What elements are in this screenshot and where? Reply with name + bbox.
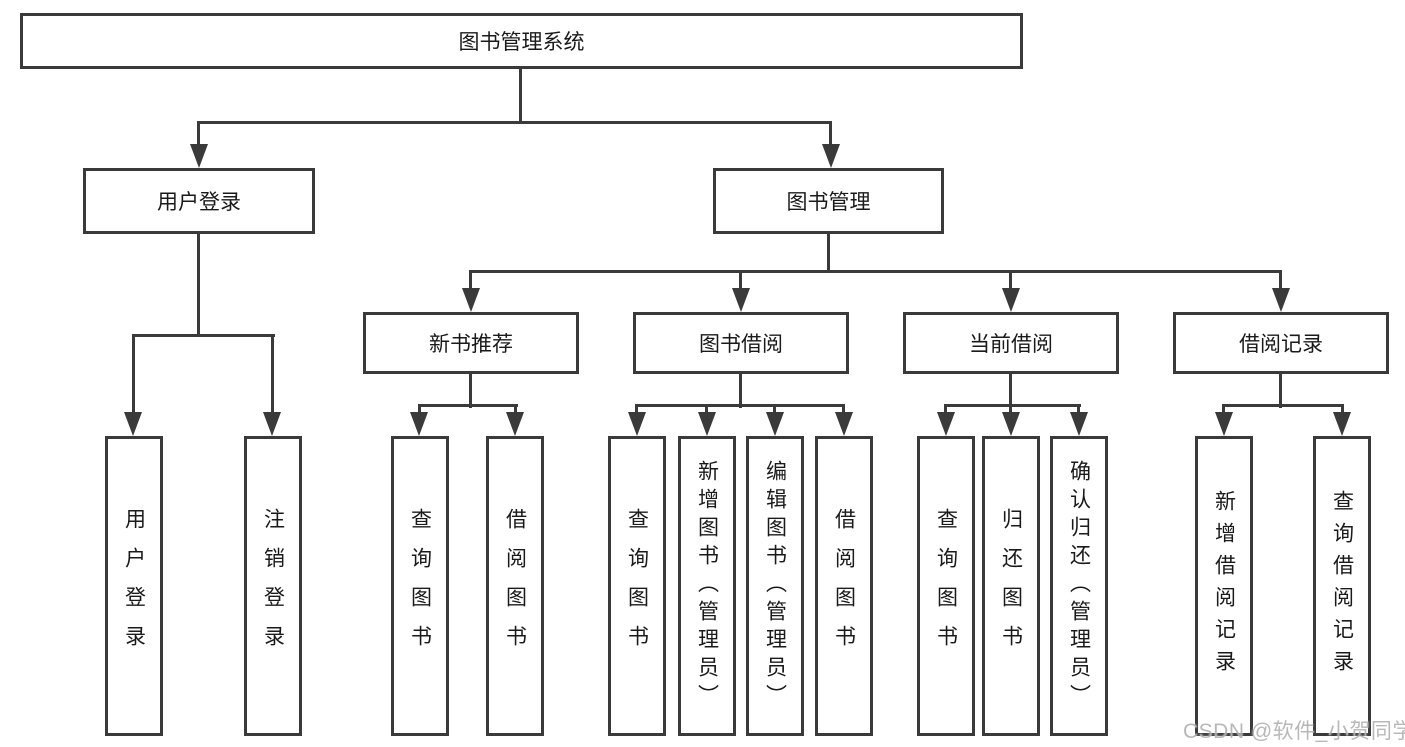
connector-bookborrow-stem: [739, 372, 742, 408]
leaf-user-login: 用户登录: [105, 436, 163, 736]
connector-drop-query3: [944, 404, 947, 416]
csdn-watermark: CSDN @软件_小贺同学: [1183, 720, 1405, 743]
connector-records-stem: [1279, 372, 1282, 408]
connector-currentborrow-crossbar: [944, 404, 1081, 407]
leaf-label: 编辑图书（管理员）: [763, 460, 787, 712]
arrowhead-borrow2: [835, 412, 853, 436]
connector-userlogin-stem: [197, 232, 200, 337]
connector-drop-query1: [418, 404, 421, 416]
leaf-label: 借阅图书: [832, 508, 856, 664]
connector-drop-leaf-user-login: [132, 334, 135, 416]
connector-root-crossbar: [197, 121, 832, 124]
node-book-borrowing: 图书借阅: [633, 312, 849, 374]
node-label: 新书推荐: [429, 333, 513, 356]
leaf-return-books: 归还图书: [982, 436, 1040, 736]
node-new-book-recommend: 新书推荐: [363, 312, 579, 374]
leaf-query-books-borrowing: 查询图书: [608, 436, 666, 736]
node-root-library-system: 图书管理系统: [20, 13, 1023, 69]
leaf-label: 查询图书: [934, 508, 958, 664]
leaf-label: 新增借阅记录: [1212, 490, 1236, 682]
connector-drop-edit-book: [773, 404, 776, 416]
node-label: 图书管理系统: [458, 31, 585, 54]
leaf-label: 用户登录: [122, 508, 146, 664]
arrowhead-book-mgmt: [822, 144, 840, 168]
leaf-label: 确认归还（管理员）: [1067, 460, 1091, 712]
node-label: 图书管理: [786, 191, 871, 214]
connector-root-stem: [519, 67, 522, 124]
arrowhead-query-record: [1333, 412, 1351, 436]
connector-newbook-stem: [469, 372, 472, 408]
connector-drop-confirm-return: [1077, 404, 1080, 416]
leaf-query-books-recommend: 查询图书: [391, 436, 449, 736]
arrowhead-confirm-return: [1070, 412, 1088, 436]
connector-drop-book-mgmt: [829, 121, 832, 147]
arrowhead-edit-book: [766, 412, 784, 436]
node-label: 借阅记录: [1239, 333, 1323, 356]
connector-drop-book-borrow: [739, 270, 742, 290]
leaf-logout: 注销登录: [244, 436, 302, 736]
connector-drop-user-login: [197, 121, 200, 147]
arrowhead-add-book: [698, 412, 716, 436]
connector-drop-borrow-records: [1279, 270, 1282, 290]
arrowhead-book-borrow: [732, 288, 750, 312]
leaf-label: 新增图书（管理员）: [695, 460, 719, 712]
arrowhead-query2: [628, 412, 646, 436]
leaf-label: 借阅图书: [503, 508, 527, 664]
arrowhead-new-book: [462, 288, 480, 312]
arrowhead-query1: [410, 412, 428, 436]
leaf-query-borrow-record: 查询借阅记录: [1313, 436, 1371, 736]
connector-newbook-crossbar: [418, 404, 518, 407]
leaf-label: 查询借阅记录: [1330, 490, 1354, 682]
arrowhead-borrow-records: [1272, 288, 1290, 312]
arrowhead-leaf-user-login: [124, 412, 142, 436]
arrowhead-current-borrow: [1002, 288, 1020, 312]
leaf-label: 归还图书: [999, 508, 1023, 664]
leaf-add-book-admin: 新增图书（管理员）: [678, 436, 736, 736]
connector-drop-leaf-logout: [271, 334, 274, 416]
arrowhead-user-login: [190, 144, 208, 168]
leaf-edit-book-admin: 编辑图书（管理员）: [746, 436, 804, 736]
leaf-label: 查询图书: [625, 508, 649, 664]
node-book-management-branch: 图书管理: [713, 168, 944, 234]
connector-drop-add-record: [1222, 404, 1225, 416]
connector-bookmgmt-stem: [827, 232, 830, 273]
connector-drop-query2: [635, 404, 638, 416]
leaf-borrow-books-recommend: 借阅图书: [486, 436, 544, 736]
leaf-add-borrow-record: 新增借阅记录: [1195, 436, 1253, 736]
connector-drop-query-record: [1341, 404, 1344, 416]
node-label: 用户登录: [157, 191, 241, 214]
arrowhead-query3: [937, 412, 955, 436]
node-current-borrowing: 当前借阅: [903, 312, 1119, 374]
connector-drop-return: [1009, 404, 1012, 416]
connector-drop-current-borrow: [1009, 270, 1012, 290]
leaf-label: 查询图书: [408, 508, 432, 664]
connector-userlogin-crossbar: [132, 334, 275, 337]
arrowhead-borrow1: [506, 412, 524, 436]
node-user-login-branch: 用户登录: [83, 168, 315, 234]
connector-drop-new-book: [469, 270, 472, 290]
leaf-confirm-return-admin: 确认归还（管理员）: [1050, 436, 1108, 736]
arrowhead-add-record: [1215, 412, 1233, 436]
connector-bookmgmt-crossbar: [469, 270, 1282, 273]
node-borrowing-records: 借阅记录: [1173, 312, 1389, 374]
leaf-query-books-current: 查询图书: [917, 436, 975, 736]
connector-currentborrow-stem: [1009, 372, 1012, 408]
connector-drop-borrow1: [514, 404, 517, 416]
arrowhead-leaf-logout: [263, 412, 281, 436]
connector-bookborrow-crossbar: [635, 404, 845, 407]
leaf-label: 注销登录: [261, 508, 285, 664]
arrowhead-return: [1002, 412, 1020, 436]
connector-drop-add-book: [705, 404, 708, 416]
connector-records-crossbar: [1222, 404, 1344, 407]
node-label: 当前借阅: [969, 333, 1053, 356]
leaf-borrow-books-borrowing: 借阅图书: [815, 436, 873, 736]
connector-drop-borrow2: [842, 404, 845, 416]
node-label: 图书借阅: [699, 333, 783, 356]
